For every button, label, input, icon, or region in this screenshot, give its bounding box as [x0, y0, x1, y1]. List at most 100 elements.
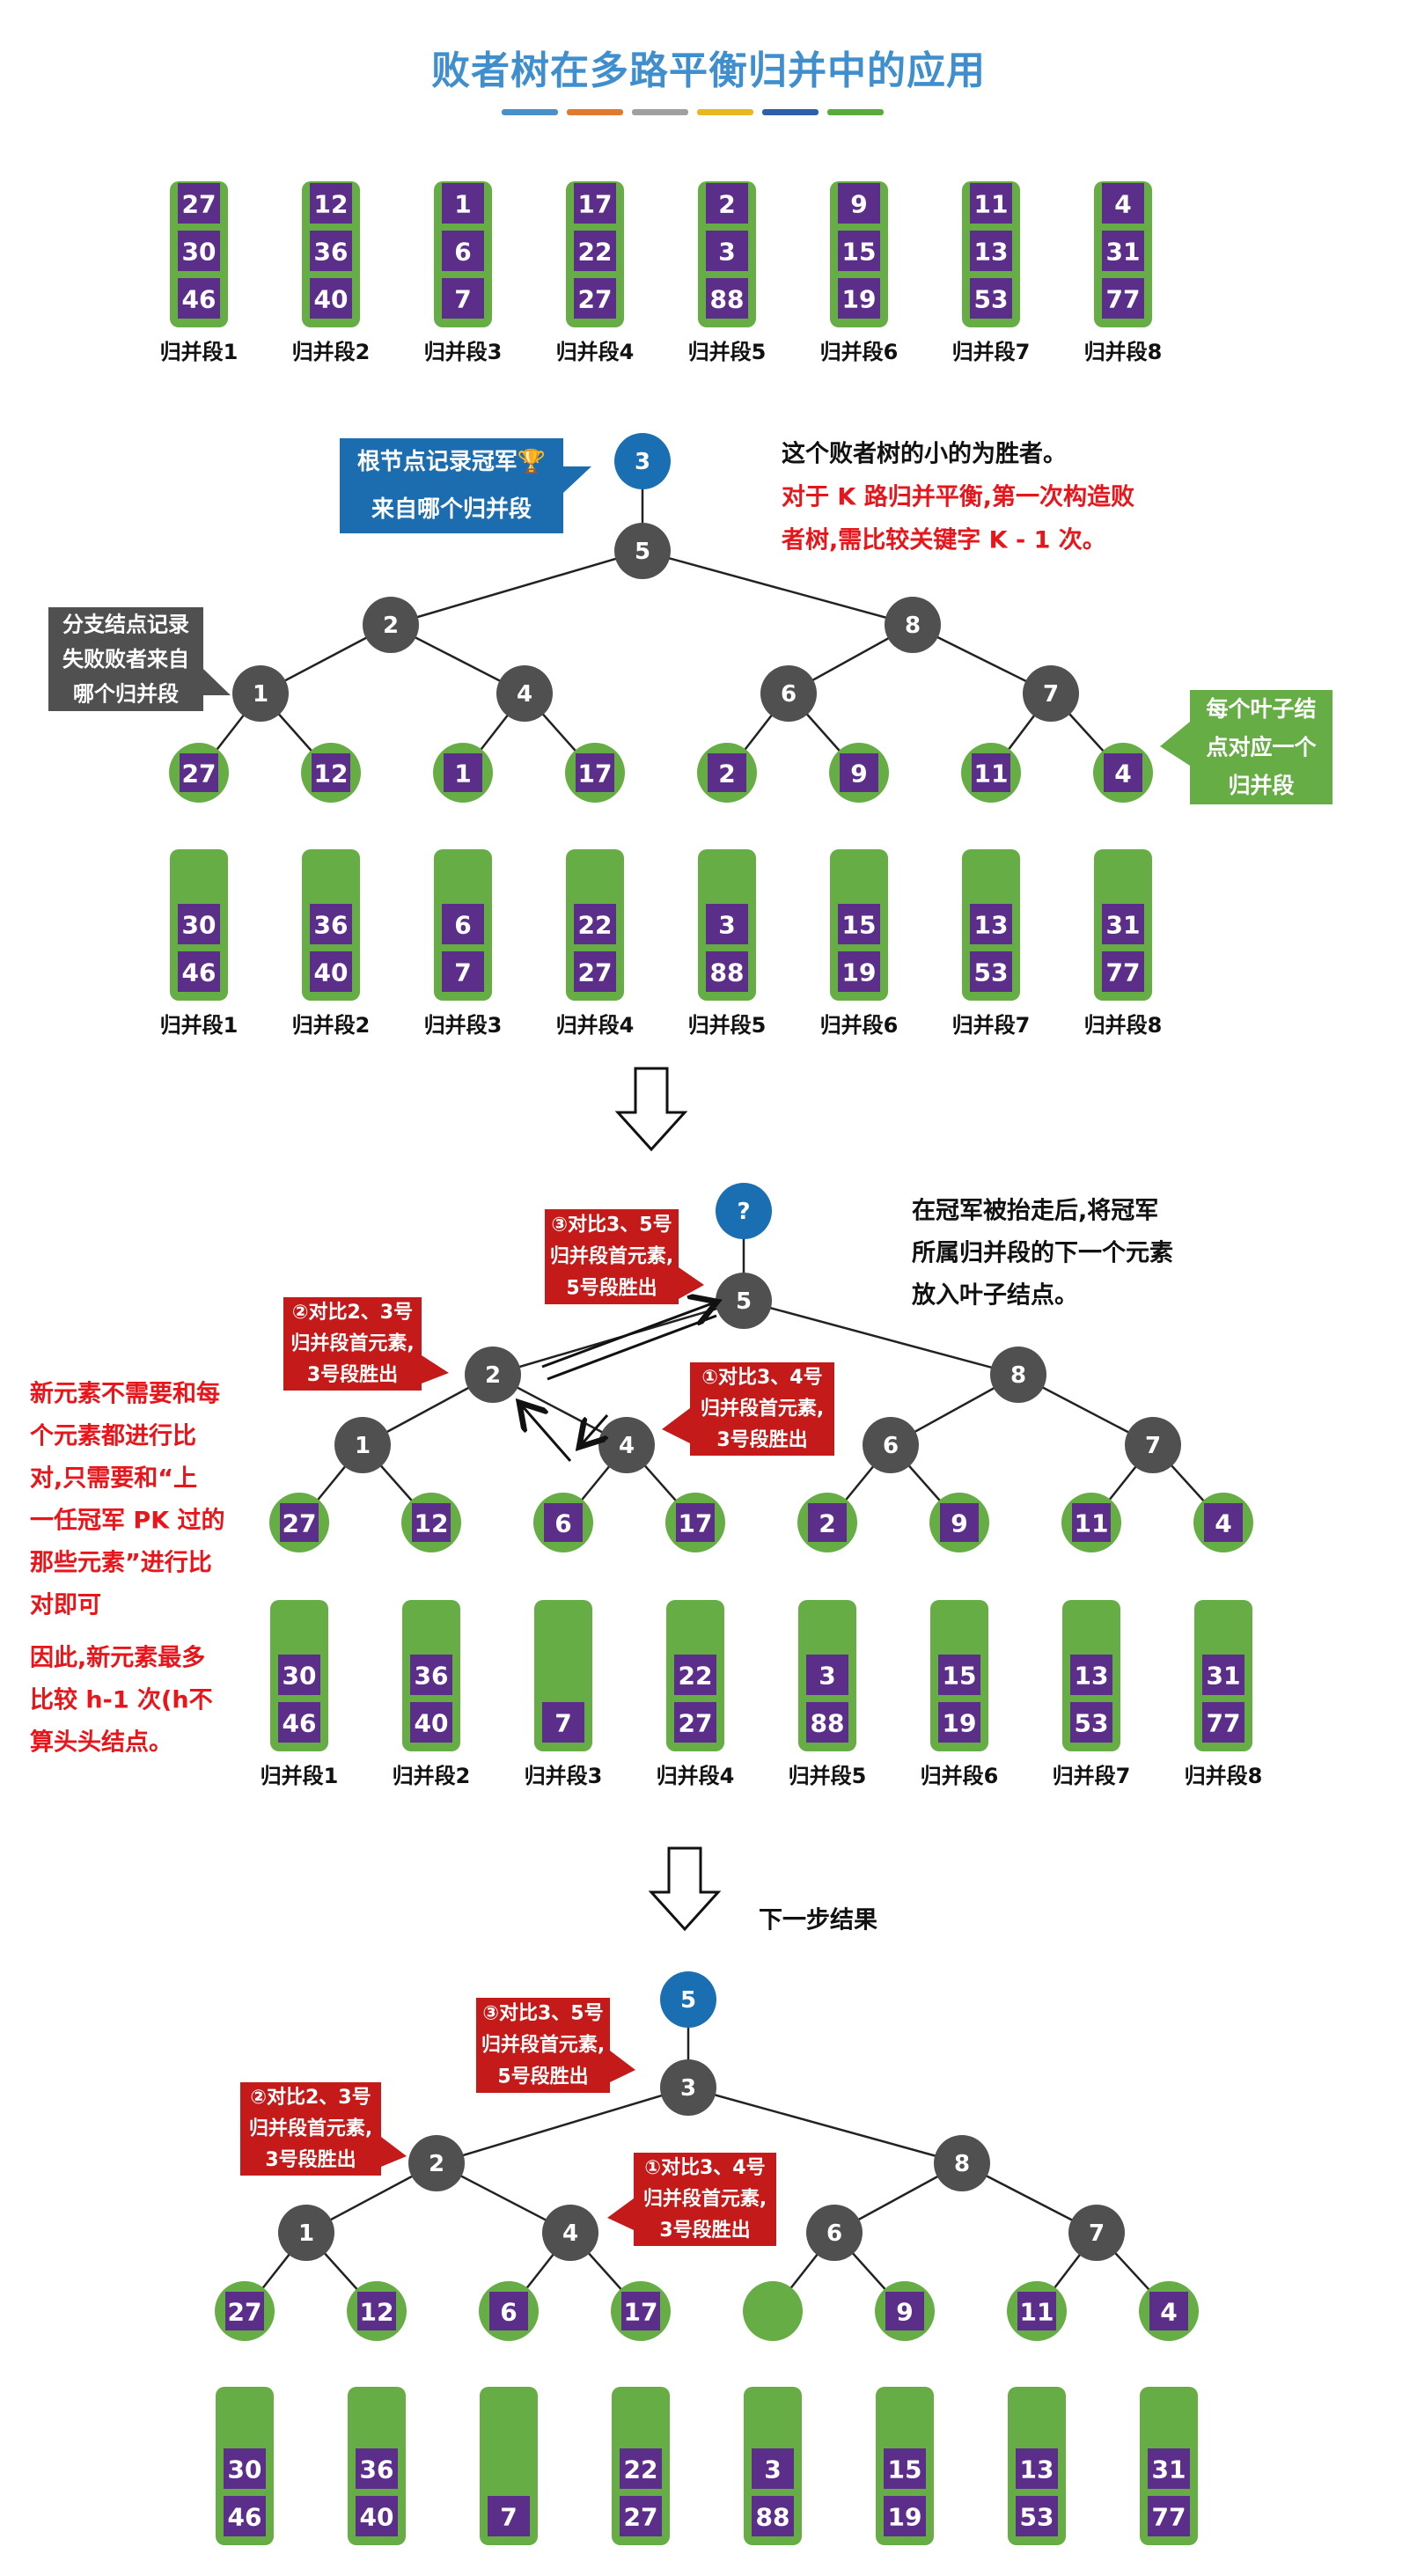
segment-value: 36 — [415, 1662, 449, 1691]
compare-arrow-icon — [541, 1303, 715, 1369]
tree3-branch-node-label: 2 — [429, 2151, 444, 2177]
compare-arrow-tail — [547, 1314, 717, 1381]
segment-value: 53 — [1020, 2503, 1054, 2532]
leaf-callout-box — [1190, 690, 1333, 804]
segment-label: 归并段2 — [292, 340, 371, 364]
leaf-value: 4 — [1160, 2298, 1177, 2327]
left-red-note-line: 对即可 — [30, 1592, 101, 1619]
segment-value: 6 — [454, 238, 471, 267]
segment-value-box — [278, 1655, 320, 1695]
segment-value: 19 — [842, 958, 877, 987]
segment-value-box — [574, 904, 616, 944]
tree-edge — [687, 2086, 963, 2165]
segment-value: 22 — [578, 911, 613, 940]
leaf-node — [743, 2281, 803, 2341]
tree1-branch-node — [363, 597, 419, 653]
segment-value-box — [178, 951, 220, 992]
compare2-callout-pointer — [422, 1355, 449, 1383]
segment-value-box — [410, 1702, 452, 1743]
segment-value-box — [310, 951, 352, 992]
leaf-value-box — [444, 753, 482, 792]
tree2-branch-node — [598, 1417, 655, 1473]
segment-value-box — [938, 1655, 980, 1695]
tree1-branch-node-label: 2 — [383, 613, 399, 639]
tree2-branch-node — [863, 1417, 919, 1473]
result-compare1-callout-box — [634, 2153, 776, 2246]
after-note-line: 在冠军被抬走后,将冠军 — [912, 1198, 1158, 1225]
leaf-value: 11 — [1020, 2298, 1054, 2327]
segment-value-box — [574, 278, 616, 319]
segment-value-box — [706, 904, 748, 944]
leaf-value-box — [940, 1503, 979, 1542]
segment-value-box — [674, 1702, 716, 1743]
compare3-callout-line: ③对比3、5号 — [551, 1215, 672, 1237]
segment-label: 归并段3 — [424, 1013, 503, 1038]
segment-label: 归并段5 — [789, 1764, 867, 1788]
tree-edge — [743, 1299, 1019, 1376]
segment-value: 19 — [888, 2503, 922, 2532]
segment-value-box — [410, 1655, 452, 1695]
compare3-callout-line: 归并段首元素, — [550, 1245, 673, 1268]
segment-value: 40 — [314, 285, 349, 314]
tree1-top-loser-node — [614, 523, 671, 579]
segment-value-box — [806, 1655, 848, 1695]
segment-value: 22 — [578, 238, 613, 267]
segment-value: 30 — [182, 911, 217, 940]
segment-value-box — [574, 951, 616, 992]
title-stripe — [632, 109, 688, 115]
segment-label: 归并段1 — [261, 1764, 339, 1788]
segment-value-box — [178, 278, 220, 319]
tree1-branch-node — [760, 665, 817, 722]
leaf-value-box — [1104, 753, 1142, 792]
compare1-callout-box — [690, 1362, 834, 1456]
segment-value-box — [706, 231, 748, 271]
segment-value: 27 — [182, 190, 217, 219]
segment-label: 归并段2 — [393, 1764, 471, 1788]
leaf-value: 4 — [1215, 1509, 1231, 1538]
segment-value-box — [178, 904, 220, 944]
tree2-branch-node-label: 8 — [1010, 1362, 1026, 1389]
segment-value: 53 — [1075, 1709, 1109, 1738]
segment-value: 3 — [819, 1662, 835, 1691]
segment-value-box — [310, 231, 352, 271]
segment-value-box — [706, 183, 748, 224]
tree3-branch-node-label: 8 — [954, 2151, 970, 2177]
segment-value-box — [970, 951, 1012, 992]
result-compare3-callout-line: 5号段胜出 — [497, 2066, 588, 2088]
segment-value: 6 — [454, 911, 471, 940]
segment-value-box — [838, 904, 880, 944]
segment-value: 17 — [578, 190, 613, 219]
segment-value-box — [574, 183, 616, 224]
leaf-value-box — [544, 1503, 583, 1542]
merge-segment-5: 388 — [744, 2387, 802, 2545]
segment-value: 15 — [842, 911, 877, 940]
leaf-value-box — [180, 753, 218, 792]
segment-value-box — [1148, 2448, 1190, 2489]
segment-value: 4 — [1114, 190, 1131, 219]
tree3-branch-node — [1068, 2205, 1125, 2261]
left-red-note-line: 那些元素”进行比 — [30, 1549, 212, 1577]
result-compare3-callout-pointer — [610, 2051, 635, 2082]
result-compare2-callout-line: 3号段胜出 — [265, 2148, 356, 2171]
leaf-value: 2 — [718, 760, 735, 789]
segment-value: 7 — [454, 958, 471, 987]
leaf-value: 11 — [1075, 1509, 1109, 1538]
leaf-value-box — [1072, 1503, 1111, 1542]
tree2-branch-node-label: 7 — [1145, 1433, 1161, 1459]
root-callout-box — [340, 438, 563, 533]
leaf-value-box — [576, 753, 614, 792]
segment-value-box — [970, 904, 1012, 944]
segment-value-box — [310, 278, 352, 319]
tree3-top-loser-node-label: 3 — [680, 2075, 696, 2102]
